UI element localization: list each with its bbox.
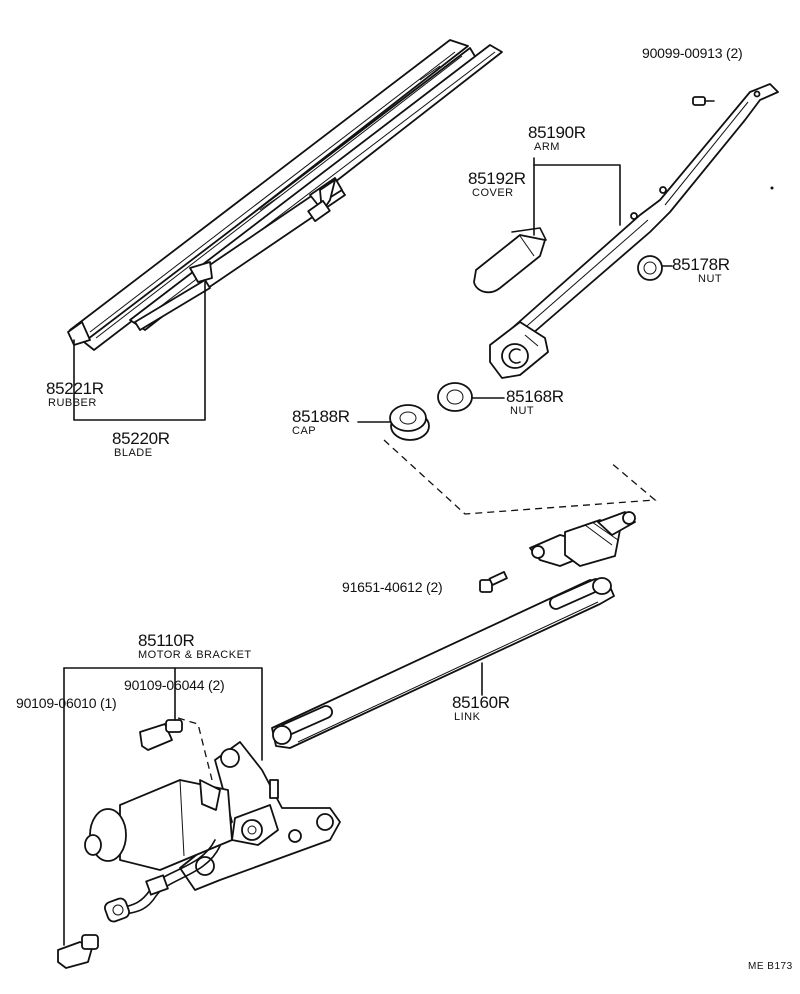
part-number-91651-40612: 91651-40612 (2) [342, 579, 443, 595]
part-number-85160r: 85160R [452, 693, 510, 712]
part-name-cover: COVER [472, 187, 514, 199]
part-name-blade: BLADE [114, 447, 153, 459]
bolt-91651 [479, 571, 508, 593]
speck [770, 186, 774, 190]
part-name-motor-bracket: MOTOR & BRACKET [138, 649, 252, 661]
part-number-85178r: 85178R [672, 255, 730, 274]
diagram-code: ME B173 [748, 961, 793, 972]
part-number-90099-00913: 90099-00913 (2) [642, 45, 743, 61]
bolt-90109-06010 [57, 934, 99, 969]
nut-85168 [437, 382, 505, 412]
part-name-rubber: RUBBER [48, 397, 97, 409]
arm-leaders [533, 157, 621, 236]
cap-85188 [357, 404, 430, 441]
motor-and-bracket [84, 741, 341, 923]
part-number-85192r: 85192R [468, 169, 526, 188]
bolt-90109-06044 [139, 717, 213, 781]
part-number-90109-06010: 90109-06010 (1) [16, 695, 117, 711]
wiper-blade [67, 39, 503, 351]
part-number-90109-06044: 90109-06044 (2) [124, 677, 225, 693]
motor-leaders [63, 667, 263, 946]
part-name-nut-85178: NUT [698, 273, 723, 285]
part-number-85190r: 85190R [528, 123, 586, 142]
part-number-85221r: 85221R [46, 379, 104, 398]
part-name-arm: ARM [534, 141, 560, 153]
part-number-85168r: 85168R [506, 387, 564, 406]
part-number-85188r: 85188R [292, 407, 350, 426]
wiper-arm [489, 83, 779, 379]
part-name-link: LINK [454, 711, 481, 723]
part-name-cap: CAP [292, 425, 317, 437]
part-number-85110r: 85110R [138, 631, 195, 650]
link-rod [271, 577, 615, 749]
pivot-assembly [529, 511, 636, 567]
bolt-90099 [692, 96, 715, 106]
reference-dashed-line [383, 439, 657, 515]
arm-cover [473, 227, 547, 294]
part-number-85220r: 85220R [112, 429, 170, 448]
part-name-nut-85168: NUT [510, 405, 535, 417]
nut-85178 [637, 255, 673, 281]
blade-leaders [73, 281, 206, 421]
